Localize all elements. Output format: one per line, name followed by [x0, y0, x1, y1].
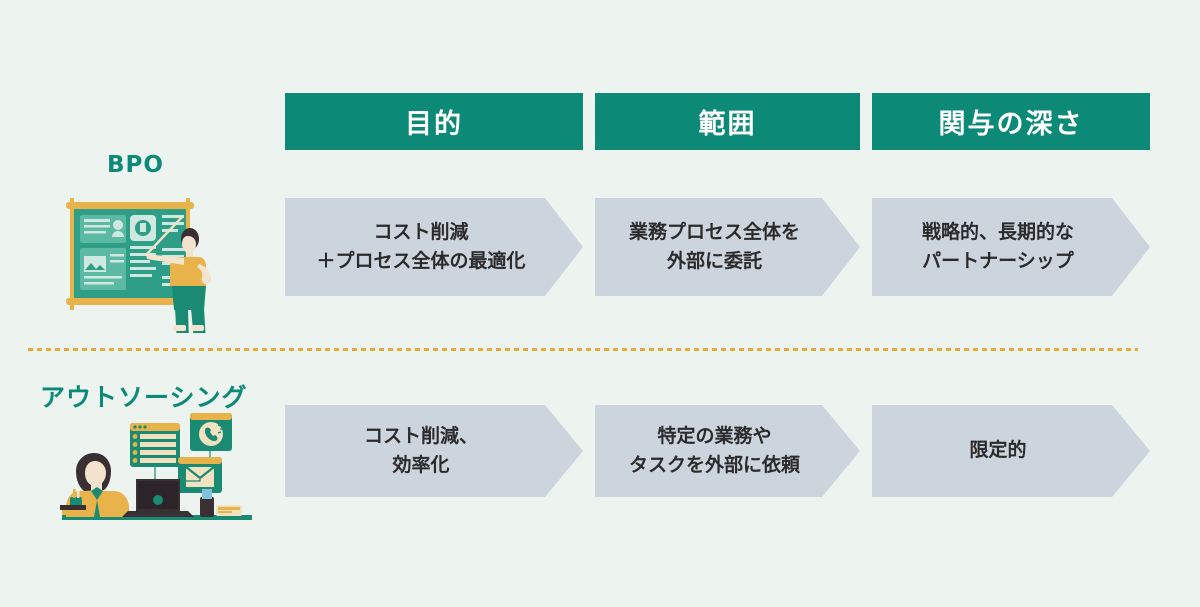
row-label-outsourcing: アウトソーシング	[40, 383, 248, 412]
cell-line-2: タスクを外部に依頼	[628, 454, 800, 476]
row-divider	[28, 348, 1138, 351]
cell-line-1: 業務プロセス全体を	[628, 220, 800, 243]
cell-line-2: 外部に委託	[666, 250, 762, 272]
cell-bpo-scope: 業務プロセス全体を 外部に委託	[595, 198, 860, 296]
cell-outsourcing-involvement: 限定的	[872, 405, 1150, 497]
cell-line-1: 限定的	[969, 439, 1027, 462]
cell-line-1: コスト削減	[373, 220, 469, 243]
presenter-at-board-illustration	[58, 188, 236, 342]
cell-line-1: コスト削減、	[363, 424, 478, 447]
cell-line-1: 特定の業務や	[657, 424, 772, 447]
cell-bpo-involvement: 戦略的、長期的な パートナーシップ	[872, 198, 1150, 296]
row-bpo-cells: コスト削減 ＋プロセス全体の最適化 業務プロセス全体を 外部に委託 戦略的、長期…	[285, 198, 1150, 296]
column-header-scope: 範囲	[595, 93, 860, 150]
cell-bpo-purpose: コスト削減 ＋プロセス全体の最適化	[285, 198, 583, 296]
cell-line-2: ＋プロセス全体の最適化	[316, 250, 526, 272]
column-header-involvement: 関与の深さ	[872, 93, 1150, 150]
row-label-bpo: BPO	[107, 152, 164, 178]
cell-outsourcing-scope: 特定の業務や タスクを外部に依頼	[595, 405, 860, 497]
column-header-band: 目的 範囲 関与の深さ	[285, 93, 1150, 150]
cell-line-1: 戦略的、長期的な	[921, 220, 1074, 243]
cell-outsourcing-purpose: コスト削減、 効率化	[285, 405, 583, 497]
woman-at-desk-illustration	[50, 405, 260, 530]
column-header-purpose: 目的	[285, 93, 583, 150]
cell-line-2: パートナーシップ	[922, 250, 1074, 272]
cell-line-2: 効率化	[392, 454, 450, 476]
row-outsourcing-cells: コスト削減、 効率化 特定の業務や タスクを外部に依頼 限定的	[285, 405, 1150, 497]
